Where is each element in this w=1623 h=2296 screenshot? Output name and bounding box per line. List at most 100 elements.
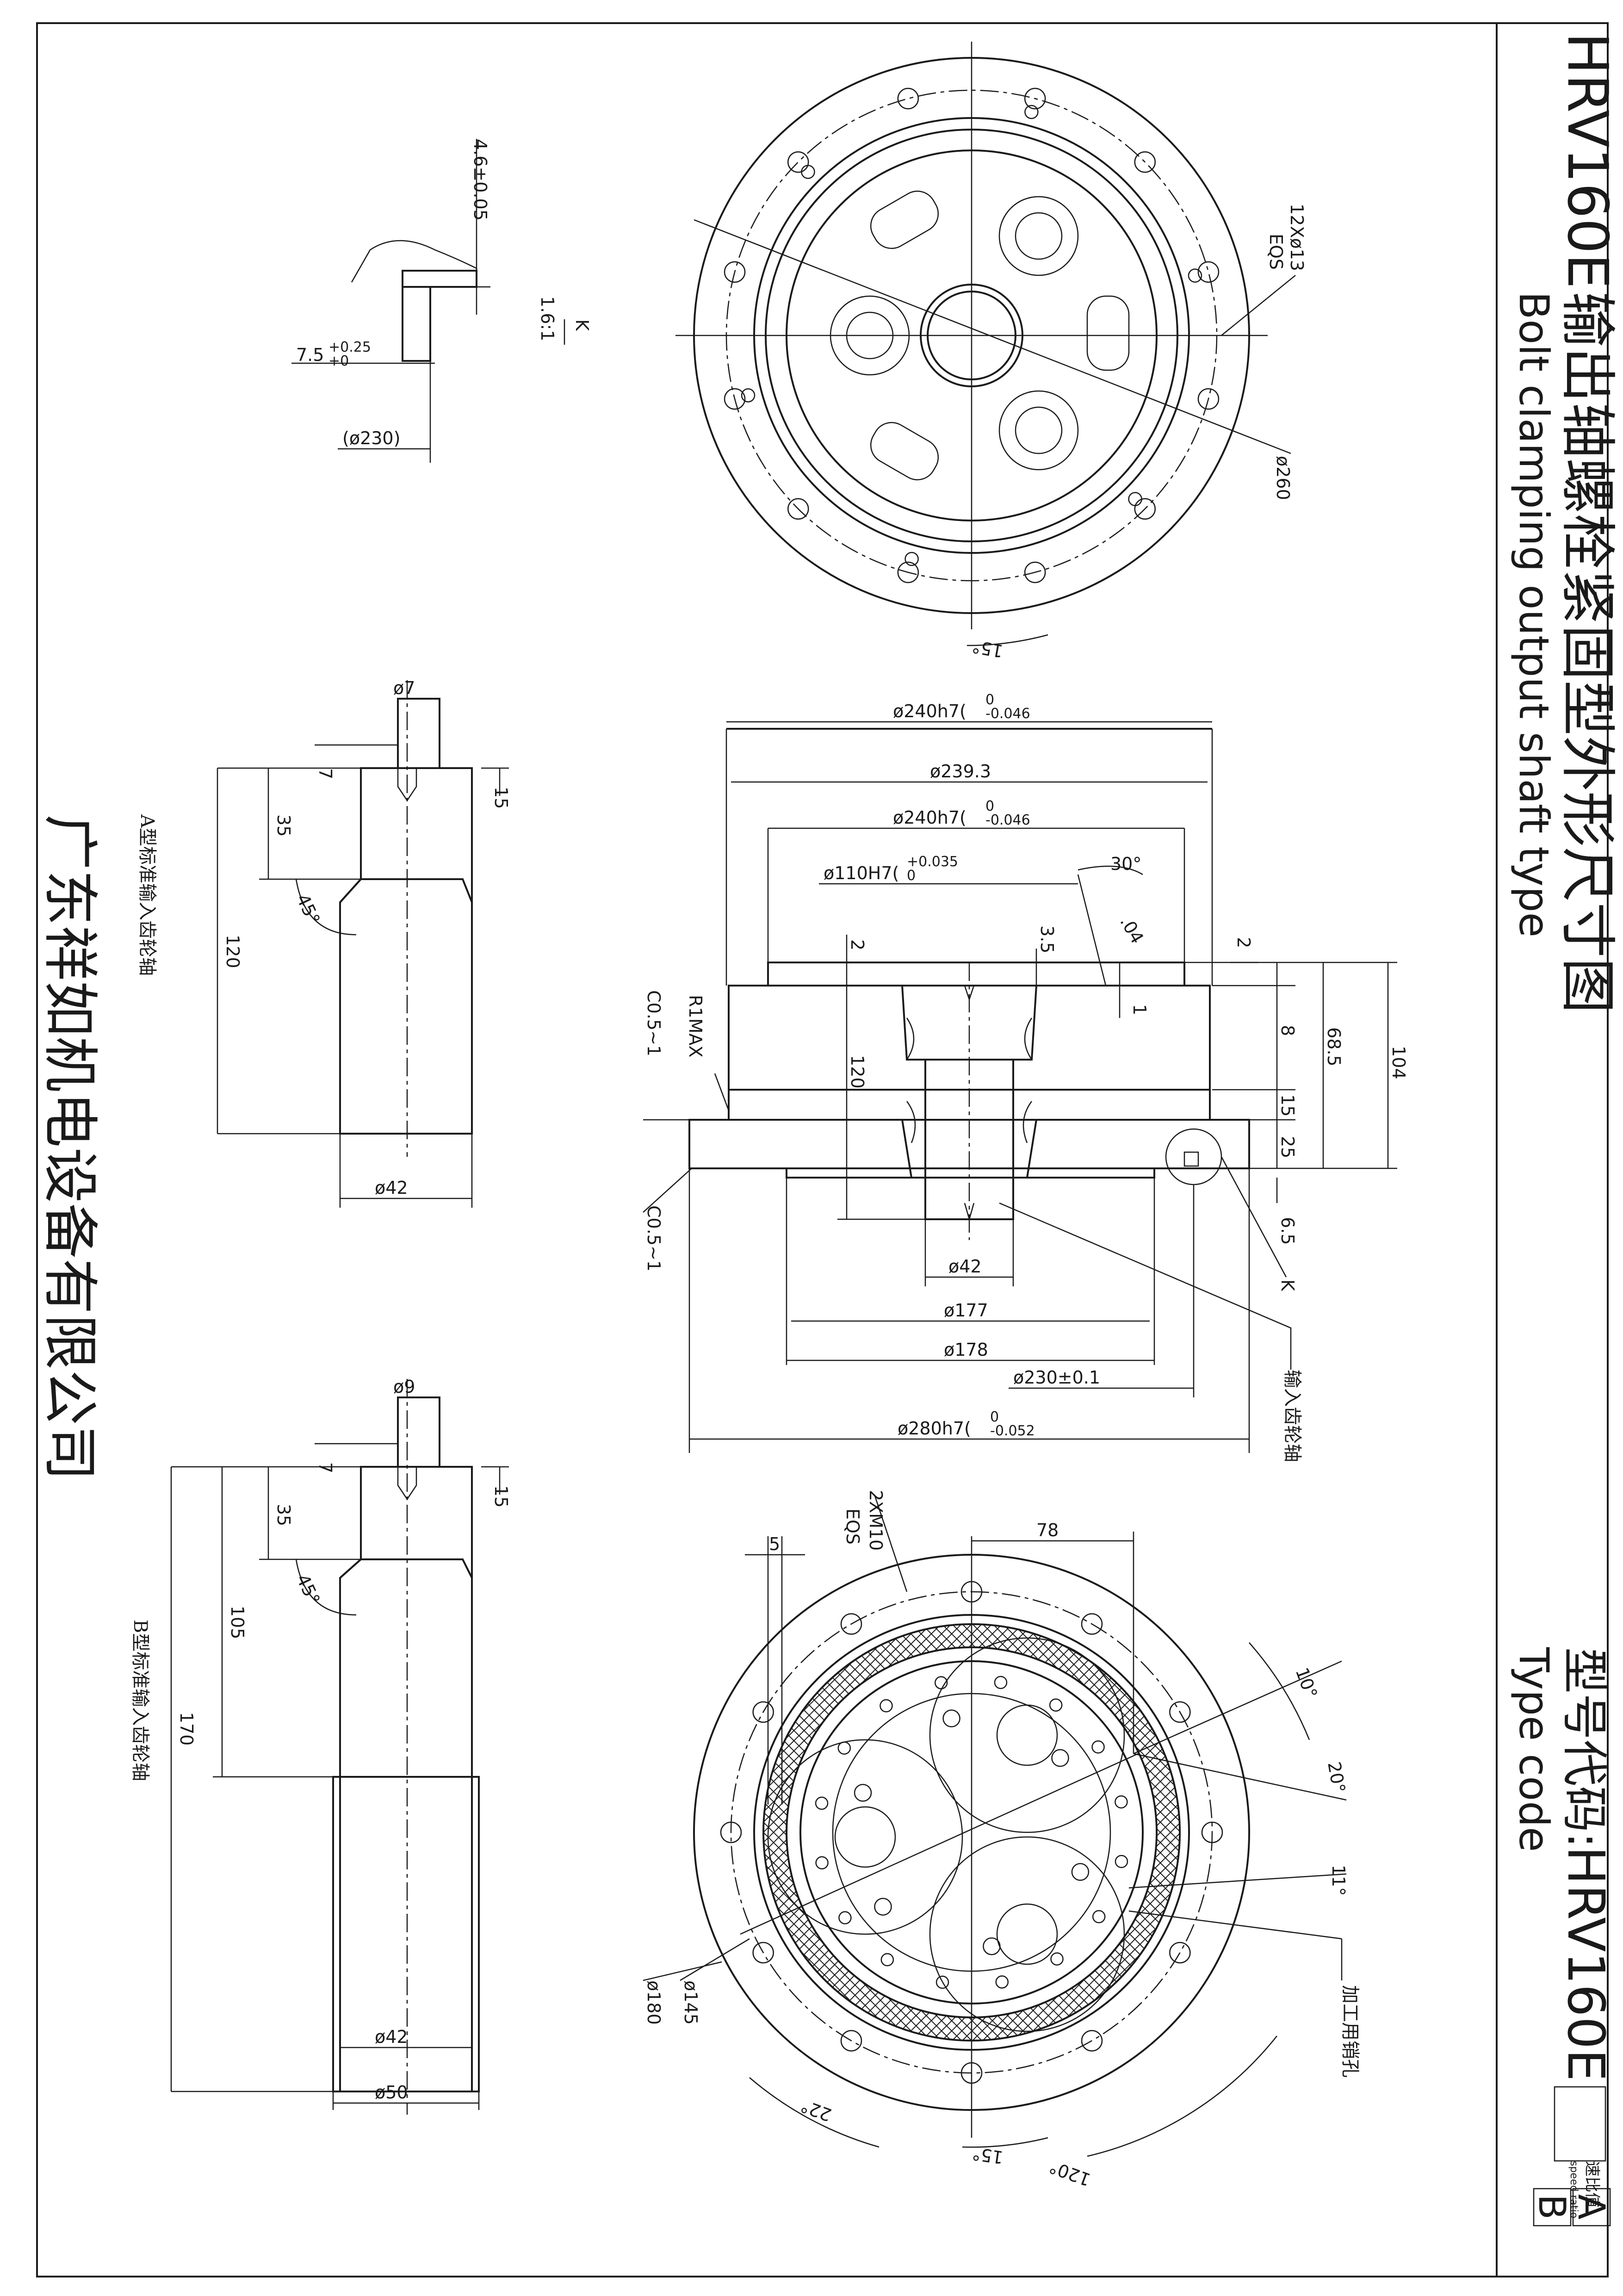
detail-k-label: K (572, 319, 592, 331)
shaft-b-hole: ø9 (393, 1377, 415, 1397)
sec-c05-bot: C0.5~1 (644, 1205, 664, 1272)
inner-bolt-hole (934, 1676, 948, 1689)
sec-177: ø177 (944, 1300, 988, 1321)
inner-bolt-hole (1115, 1855, 1128, 1868)
sec-110: ø110H7( (824, 863, 899, 883)
sec-240-mid: ø240h7( (893, 807, 966, 828)
output-tap-hole (1071, 1863, 1090, 1881)
detail-k-scale: 1.6:1 (537, 296, 558, 341)
sec-c05-top: C0.5~1 (644, 990, 664, 1056)
sec-240-mid-up: 0 (985, 798, 994, 814)
speed-ratio-cn: 速比值 (1583, 2161, 1601, 2208)
speed-ratio-box[interactable] (1554, 2086, 1606, 2162)
model-prefix: HRV160E (1555, 32, 1619, 289)
detail-k-depth: 4.6±0.05 (470, 139, 490, 221)
inner-bolt-hole (935, 1975, 949, 1989)
inner-bolt-hole (1115, 1795, 1128, 1809)
output-tap-hole (854, 1784, 872, 1802)
flange-bolt-hole (787, 151, 809, 173)
sec-280: ø280h7( (898, 1418, 971, 1439)
inner-bolt-hole (837, 1741, 851, 1755)
sec-104: 104 (1388, 1046, 1409, 1080)
type-code-value: HRV160E (1556, 1846, 1616, 2081)
top-pcd: ø260 (1273, 456, 1293, 500)
detail-k-width: 7.5 (296, 345, 324, 365)
variant-a-box[interactable] (1572, 2188, 1611, 2227)
detail-k: 4.6±0.05 7.5 +0.25 +0 (ø230) K 1.6:1 (291, 139, 592, 463)
flange-bolt-hole (840, 2030, 862, 2052)
sec-42: ø42 (948, 1256, 982, 1277)
type-code-en: Type code (1510, 1647, 1558, 1852)
bot-10deg: 10° (1292, 1665, 1321, 1701)
sec-8: 8 (1277, 1025, 1298, 1036)
shaft-a-35: 35 (273, 814, 294, 837)
sec-2-left: 2 (847, 939, 867, 950)
inner-bolt-hole (995, 1975, 1009, 1989)
speed-ratio-en: speed ratio (1568, 2161, 1580, 2218)
shaft-a-caption: A型标准输入齿轮轴 (136, 814, 158, 976)
sec-240-top-lo: -0.046 (985, 706, 1030, 722)
flange-bolt-hole (1134, 151, 1156, 173)
flange-bolt-hole (787, 498, 809, 520)
bot-145: ø145 (681, 1980, 701, 2025)
shaft-b: 170 105 35 7 ø9 15 45° ø42 ø50 B型标准输入齿轮轴 (130, 1377, 511, 2115)
sec-6-5: 6.5 (1277, 1217, 1298, 1245)
shaft-a: 120 35 7 ø7 15 45° ø42 A型标准输入齿轮轴 (136, 678, 511, 1208)
inner-bolt-hole (815, 1796, 829, 1810)
sheet-border (36, 22, 1609, 2277)
flange-bolt-hole (1081, 2030, 1103, 2052)
sec-239: ø239.3 (930, 761, 991, 782)
flange-pin-hole (904, 552, 919, 566)
bot-5: 5 (769, 1534, 780, 1554)
variant-b: B (1530, 2194, 1573, 2220)
sec-240-mid-lo: -0.046 (985, 812, 1030, 828)
detail-k-tol-lo: +0 (328, 353, 349, 369)
sec-178: ø178 (944, 1340, 988, 1360)
bot-eqs: EQS (842, 1508, 863, 1545)
bot-15deg: 15° (971, 2143, 1004, 2168)
top-holes: 12Xø13 (1287, 204, 1307, 271)
shaft-b-105: 105 (227, 1606, 248, 1639)
inner-bolt-hole (1091, 1740, 1105, 1754)
shaft-b-dia50: ø50 (375, 2082, 408, 2103)
section-view: ø240h7( 0 -0.046 ø239.3 ø240h7( 0 -0.046… (643, 692, 1409, 1462)
shaft-b-caption: B型标准输入齿轮轴 (130, 1620, 151, 1781)
sec-r1max: R1MAX (685, 995, 706, 1057)
flange-bolt-hole (1024, 87, 1046, 110)
bot-11deg: 11° (1328, 1865, 1349, 1896)
bot-180: ø180 (644, 1980, 664, 2025)
sec-240-top: ø240h7( (893, 701, 966, 721)
flange-bolt-hole (1081, 1613, 1103, 1635)
bot-120deg: 120° (1047, 2156, 1093, 2190)
type-code-cn: 型号代码: (1557, 1647, 1611, 1848)
flange-pin-hole (1188, 268, 1202, 283)
output-tap-hole (1051, 1749, 1069, 1767)
bot-22deg: 22° (798, 2096, 834, 2125)
flange-bolt-hole (1197, 261, 1220, 283)
flange-bolt-hole (752, 1701, 774, 1723)
flange-bolt-hole (897, 87, 919, 110)
sec-280-up: 0 (990, 1409, 999, 1425)
flange-bolt-hole (1201, 1821, 1223, 1843)
flange-bolt-hole (1024, 561, 1046, 583)
sec-68-5: 68.5 (1324, 1027, 1344, 1067)
bot-78: 78 (1036, 1520, 1059, 1540)
shaft-b-15: 15 (491, 1485, 511, 1508)
sec-280-lo: -0.052 (990, 1423, 1035, 1439)
inner-bolt-hole (838, 1911, 852, 1924)
bottom-view: 5 2XM10 EQS 78 10° 20° 11° 加工用销孔 ø180 ø1… (643, 1490, 1361, 2190)
output-tap-hole (874, 1898, 892, 1916)
flange-pin-hole (801, 165, 815, 179)
bot-2xm10: 2XM10 (866, 1490, 886, 1551)
shaft-a-hole: ø7 (393, 678, 415, 698)
flange-pin-hole (1024, 105, 1039, 119)
detail-k-tol-up: +0.25 (328, 339, 371, 355)
sec-110-up: +0.035 (907, 854, 958, 870)
flange-bolt-hole (724, 261, 746, 283)
variant-b-box[interactable] (1533, 2188, 1572, 2227)
output-tap-hole (983, 1937, 1001, 1955)
inner-bolt-hole (1092, 1910, 1106, 1924)
variant-a: A (1570, 2194, 1613, 2220)
bot-20deg: 20° (1324, 1760, 1349, 1794)
